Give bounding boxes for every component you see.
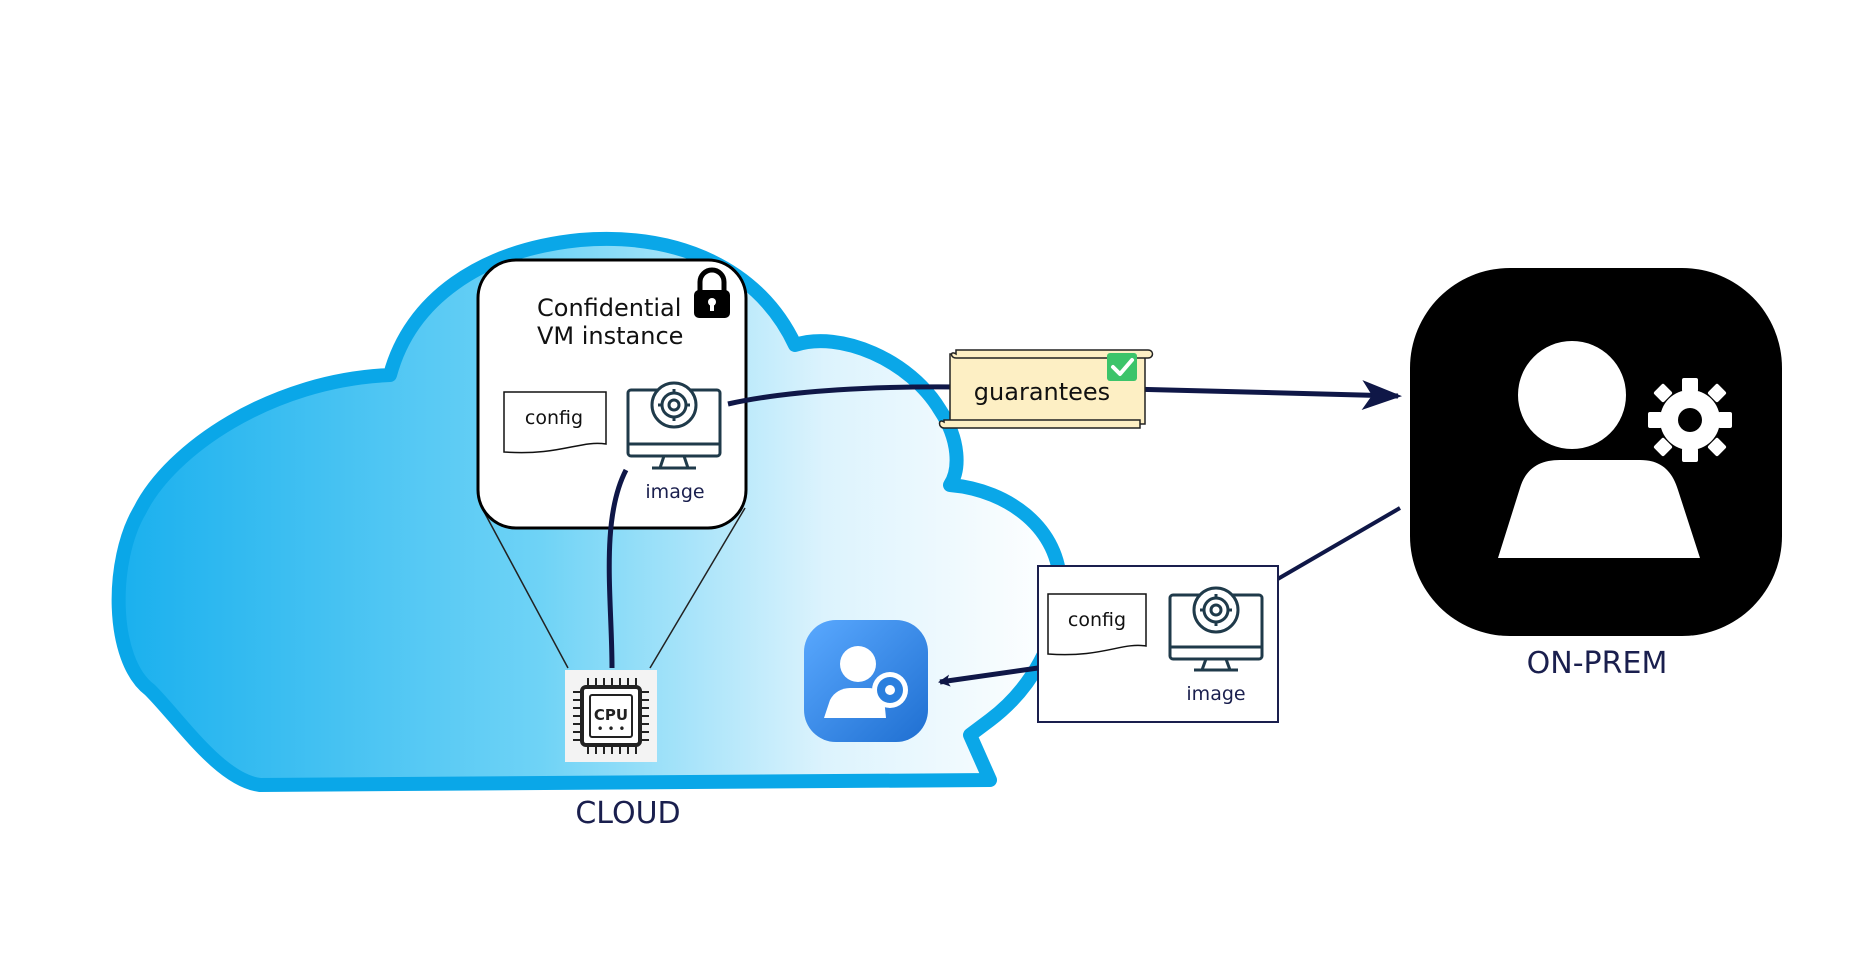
package-to-cloud-admin-arrow — [938, 665, 1039, 687]
onprem-label: ON-PREM — [1527, 646, 1668, 681]
guarantees-scroll[interactable]: guarantees — [938, 349, 1154, 429]
package-image-label: image — [1186, 683, 1245, 705]
cloud-admin-user-icon — [824, 646, 886, 718]
gear-icon — [1648, 378, 1732, 462]
vm-title-line2: VM instance — [537, 322, 683, 350]
cpu-dots: • • • — [597, 722, 626, 736]
vm-image-label: image — [645, 481, 704, 503]
attestation-arrow — [727, 384, 963, 407]
lock-icon — [694, 267, 730, 318]
confidential-vm-box[interactable]: Confidential VM instance config — [476, 258, 748, 530]
vm-config-label: config — [525, 407, 583, 429]
cpu-label: CPU — [594, 706, 628, 724]
package-config-document: config — [1047, 593, 1147, 656]
guarantees-label: guarantees — [974, 378, 1110, 406]
vm-config-document: config — [503, 391, 607, 454]
image-to-cpu-link — [606, 468, 629, 669]
gear-icon — [1200, 594, 1232, 626]
gear-icon — [872, 672, 908, 708]
cpu-chip-icon: CPU • • • — [565, 670, 657, 762]
vm-title-line1: Confidential — [537, 294, 681, 322]
checkmark-icon — [1107, 353, 1137, 381]
cloud-admin-tile[interactable] — [804, 620, 928, 742]
vm-cpu-projection-left — [481, 507, 569, 669]
deployment-package-box[interactable]: config image — [1037, 565, 1279, 723]
guarantees-to-onprem-arrow — [1129, 380, 1402, 411]
cloud-label: CLOUD — [575, 796, 680, 831]
vm-image-monitor-icon: image — [626, 381, 722, 503]
onprem-to-package-link — [1274, 506, 1402, 582]
vm-cpu-projection-right — [649, 507, 746, 669]
package-image-monitor-icon: image — [1168, 586, 1264, 705]
user-icon — [1498, 341, 1700, 558]
onprem-admin-tile[interactable] — [1410, 268, 1782, 636]
package-config-label: config — [1068, 609, 1126, 631]
gear-icon — [658, 389, 690, 421]
